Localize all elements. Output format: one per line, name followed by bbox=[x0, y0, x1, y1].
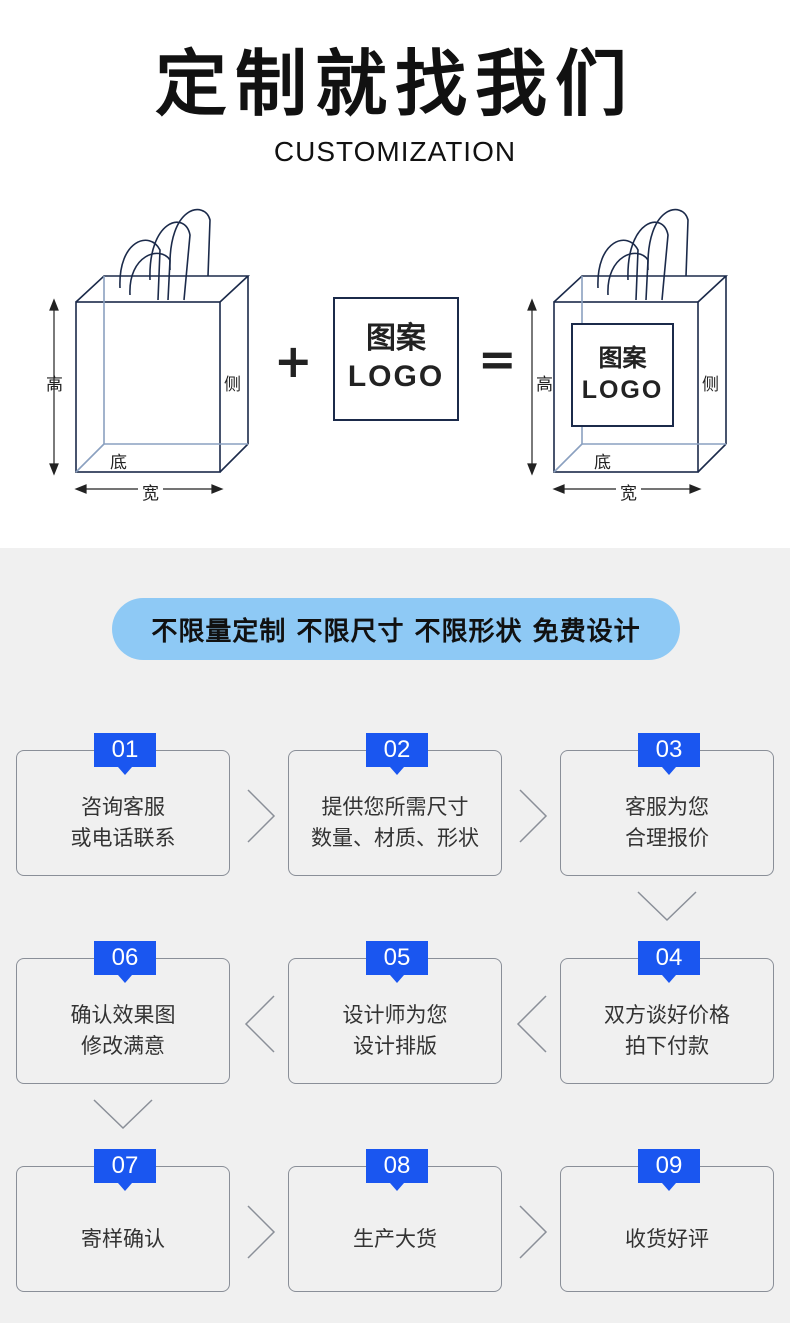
page-title: 定制就找我们 bbox=[154, 42, 635, 126]
step-line-1: 寄样确认 bbox=[81, 1226, 165, 1251]
height-label-right: 高 bbox=[536, 370, 553, 395]
step-number-badge: 05 bbox=[366, 941, 428, 983]
step-text: 提供您所需尺寸 数量、材质、形状 bbox=[289, 775, 501, 871]
arrow-left-icon bbox=[244, 995, 275, 1053]
step-card-08: 08 生产大货 bbox=[288, 1149, 502, 1292]
step-number-badge: 06 bbox=[94, 941, 156, 983]
step-line-1: 生产大货 bbox=[353, 1226, 437, 1251]
header-section: 定制就找我们 CUSTOMIZATION bbox=[0, 0, 790, 548]
bottom-label-right: 底 bbox=[594, 453, 611, 473]
step-line-2: 合理报价 bbox=[625, 826, 709, 850]
arrow-down-icon bbox=[637, 891, 697, 922]
step-text: 生产大货 bbox=[289, 1191, 501, 1287]
arrow-down-icon bbox=[93, 1099, 153, 1130]
width-label-right: 宽 bbox=[616, 479, 641, 504]
step-line-1: 提供您所需尺寸 bbox=[321, 795, 469, 819]
step-line-1: 双方谈好价格 bbox=[604, 1003, 730, 1027]
step-card-01: 01 咨询客服 或电话联系 bbox=[16, 733, 230, 876]
step-line-2: 拍下付款 bbox=[625, 1034, 709, 1058]
step-line-2: 数量、材质、形状 bbox=[311, 826, 479, 850]
step-line-1: 设计师为您 bbox=[342, 1003, 448, 1027]
side-label: 侧 bbox=[224, 375, 241, 395]
step-line-1: 收货好评 bbox=[625, 1226, 709, 1251]
step-text: 确认效果图 修改满意 bbox=[17, 983, 229, 1079]
logo-on-bag: 图案 LOGO bbox=[571, 323, 674, 427]
plain-bag-illustration bbox=[75, 208, 251, 473]
step-text: 收货好评 bbox=[561, 1191, 773, 1287]
logo-on-bag-line-1: 图案 bbox=[598, 344, 647, 372]
customization-diagram: 高 侧 底 宽 + 图案 LOGO = 高 侧 底 宽 图案 LOGO bbox=[0, 200, 790, 520]
step-text: 客服为您 合理报价 bbox=[561, 775, 773, 871]
step-card-04: 04 双方谈好价格 拍下付款 bbox=[560, 941, 774, 1084]
step-card-03: 03 客服为您 合理报价 bbox=[560, 733, 774, 876]
bottom-label: 底 bbox=[110, 453, 127, 473]
step-card-07: 07 寄样确认 bbox=[16, 1149, 230, 1292]
plus-sign: + bbox=[274, 334, 313, 388]
step-number-badge: 03 bbox=[638, 733, 700, 775]
arrow-right-icon bbox=[247, 1205, 276, 1259]
step-number-badge: 09 bbox=[638, 1149, 700, 1191]
step-number-badge: 01 bbox=[94, 733, 156, 775]
arrow-left-icon bbox=[516, 995, 547, 1053]
arrow-right-icon bbox=[247, 789, 276, 843]
step-card-09: 09 收货好评 bbox=[560, 1149, 774, 1292]
step-line-2: 设计排版 bbox=[353, 1034, 437, 1058]
step-number-badge: 07 bbox=[94, 1149, 156, 1191]
step-number-badge: 02 bbox=[366, 733, 428, 775]
step-text: 设计师为您 设计排版 bbox=[289, 983, 501, 1079]
side-label-right: 侧 bbox=[702, 375, 719, 395]
step-card-02: 02 提供您所需尺寸 数量、材质、形状 bbox=[288, 733, 502, 876]
step-number-badge: 08 bbox=[366, 1149, 428, 1191]
step-text: 双方谈好价格 拍下付款 bbox=[561, 983, 773, 1079]
page-subtitle: CUSTOMIZATION bbox=[273, 136, 517, 167]
step-line-2: 修改满意 bbox=[81, 1034, 165, 1058]
height-label: 高 bbox=[46, 375, 63, 395]
step-card-06: 06 确认效果图 修改满意 bbox=[16, 941, 230, 1084]
step-line-1: 确认效果图 bbox=[70, 1003, 176, 1027]
step-number-badge: 04 bbox=[638, 941, 700, 983]
step-text: 咨询客服 或电话联系 bbox=[17, 775, 229, 871]
service-banner: 不限量定制 不限尺寸 不限形状 免费设计 bbox=[112, 598, 680, 660]
step-card-05: 05 设计师为您 设计排版 bbox=[288, 941, 502, 1084]
step-line-2: 或电话联系 bbox=[70, 826, 176, 850]
step-text: 寄样确认 bbox=[17, 1191, 229, 1287]
equals-sign: = bbox=[478, 332, 517, 386]
logo-placeholder: 图案 LOGO bbox=[333, 297, 459, 421]
left-dimension-arrows bbox=[49, 298, 224, 494]
arrow-right-icon bbox=[519, 789, 548, 843]
logo-line-2: LOGO bbox=[347, 360, 445, 393]
arrow-right-icon bbox=[519, 1205, 548, 1259]
logo-line-1: 图案 bbox=[366, 321, 426, 356]
width-label: 宽 bbox=[138, 479, 163, 504]
step-line-1: 咨询客服 bbox=[81, 795, 165, 819]
logo-on-bag-line-2: LOGO bbox=[581, 376, 664, 404]
step-line-1: 客服为您 bbox=[625, 795, 709, 819]
process-section: 不限量定制 不限尺寸 不限形状 免费设计 01 咨询客服 或电话联系 02 提供… bbox=[0, 548, 790, 1323]
